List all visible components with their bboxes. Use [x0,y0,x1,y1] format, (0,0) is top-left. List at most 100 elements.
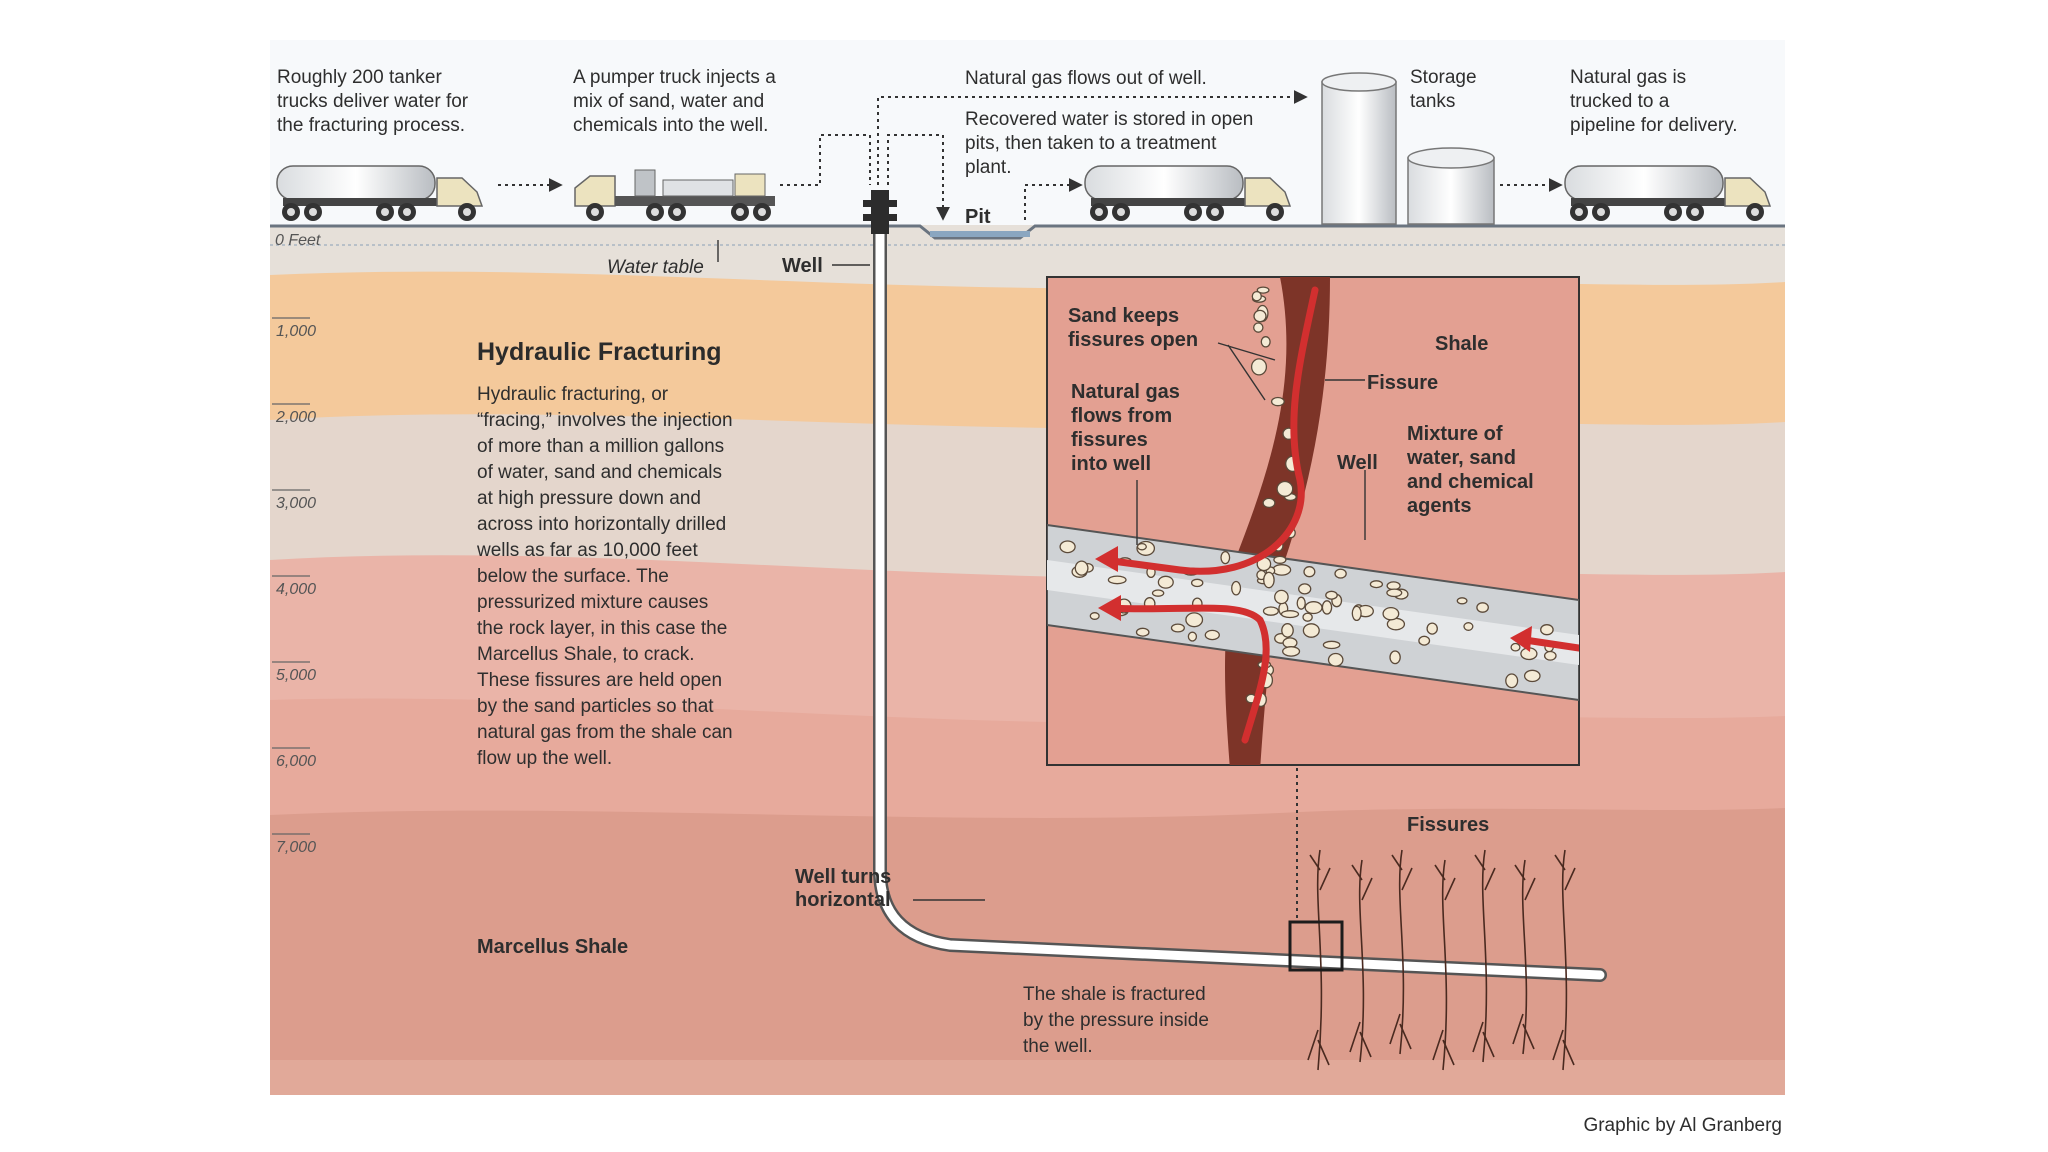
sand-grain [1426,622,1438,635]
sand-grain [1298,583,1312,595]
fissure-branch [1432,864,1456,1066]
sand-grain [1321,600,1333,615]
storage-caption-line: Storage [1410,67,1477,88]
fissure [1441,859,1448,1071]
inset-well-label: Well [1337,452,1378,474]
trucked-caption-line: pipeline for delivery. [1570,115,1738,136]
sand-grain [1253,309,1267,323]
gas-flow-arrowheads [1095,546,1532,652]
shale-fractured-line: the well. [1023,1036,1093,1057]
main-body-line: Marcellus Shale, to crack. [477,644,695,665]
well-label: Well [782,255,823,277]
sand-grain [1263,571,1275,589]
sand-grain [1220,550,1231,565]
gas-flow-arrows [1101,286,1579,744]
main-body-line: across into horizontally drilled [477,514,726,535]
mixture-line: and chemical [1407,471,1534,493]
leader-lines [717,240,1366,901]
fissure [1481,849,1488,1063]
sand-grain [1253,322,1264,333]
sand-keeps-line: fissures open [1068,329,1198,351]
gas-tanker-truck [1564,165,1772,221]
sand-grain [1325,590,1338,600]
recovered-water-truck [1084,165,1292,221]
gas-flows-line: Natural gas [1071,381,1180,403]
sand-grain [1187,631,1198,642]
sand-grain [1476,602,1489,613]
inset-marker-box [1288,920,1344,972]
main-body-line: pressurized mixture causes [477,592,708,613]
inset-panel [1046,276,1580,766]
sand-grain [1523,669,1541,683]
storage-tanks [1321,72,1495,225]
main-body-line: flow up the well. [477,748,612,769]
sand-grain [1151,589,1165,597]
zero-feet-label: 0 Feet [275,232,321,249]
main-body-line: of more than a million gallons [477,436,724,457]
main-body: Hydraulic fracturing, or “fracing,” invol… [476,384,733,769]
main-body-line: Hydraulic fracturing, or [477,384,669,405]
sand-grain [1382,606,1400,621]
water-tanker-truck [276,165,484,221]
main-body-line: at high pressure down and [477,488,701,509]
sand-grain [1089,612,1100,620]
sand-grain [1327,652,1344,667]
fissure-branch [1552,854,1576,1066]
tankers-caption-line: Roughly 200 tanker [277,67,442,88]
inset-fissure-label: Fissure [1367,372,1438,394]
main-body-line: These fissures are held open [477,670,722,691]
main-body-line: by the sand particles so that [477,696,714,717]
depth-label: 1,000 [276,323,316,340]
tankers-caption-line: the fracturing process. [277,115,465,136]
fissure [1521,859,1528,1055]
main-body-line: of water, sand and chemicals [477,462,722,483]
recovered-caption-line: plant. [965,157,1011,178]
pumper-caption-line: chemicals into the well. [573,115,768,136]
surface-flow-arrows [498,90,1563,221]
graphic-credit: Graphic by Al Granberg [1583,1115,1782,1136]
well [863,190,1607,982]
sand-grain [1463,622,1474,631]
well-turns-line: horizontal [795,889,891,911]
pumper-caption-line: mix of sand, water and [573,91,764,112]
sand-keeps-line: Sand keeps [1068,305,1179,327]
main-body-line: “fracing,” involves the injection [477,410,733,431]
fissure-branch [1389,854,1413,1050]
sand-grain [1369,580,1384,589]
sand-grain [1510,642,1521,652]
main-body-line: wells as far as 10,000 feet [476,540,698,561]
sand-grain [1351,605,1362,622]
sand-grain [1270,396,1285,407]
mixture-line: agents [1407,495,1471,517]
sand-grain [1204,629,1220,641]
sand-grain [1386,588,1403,598]
well-turns-line: Well turns [795,866,891,888]
sand-grain [1389,650,1401,665]
fissure-branch [1512,864,1536,1050]
sand-grain [1262,497,1276,509]
sand-grain [1456,597,1468,605]
fissures-label: Fissures [1407,814,1489,836]
shale-fractured-line: The shale is fractured [1023,984,1206,1005]
fissure-branch [1349,864,1373,1058]
main-body-line: the rock layer, in this case the [477,618,727,639]
inset-shale-label: Shale [1435,333,1488,355]
fissure-branch [1307,854,1331,1066]
sand-grain [1185,612,1204,628]
gas-flows-line: fissures [1071,429,1148,451]
sand-grain [1505,673,1519,689]
sand-grain [1418,635,1431,646]
ground-line [270,224,1785,240]
recovered-caption-line: Recovered water is stored in open [965,109,1253,130]
pumper-caption-line: A pumper truck injects a [573,67,776,88]
sand-grain [1540,624,1554,636]
sand-grain [1157,575,1174,589]
trucked-caption-line: trucked to a [1570,91,1670,112]
